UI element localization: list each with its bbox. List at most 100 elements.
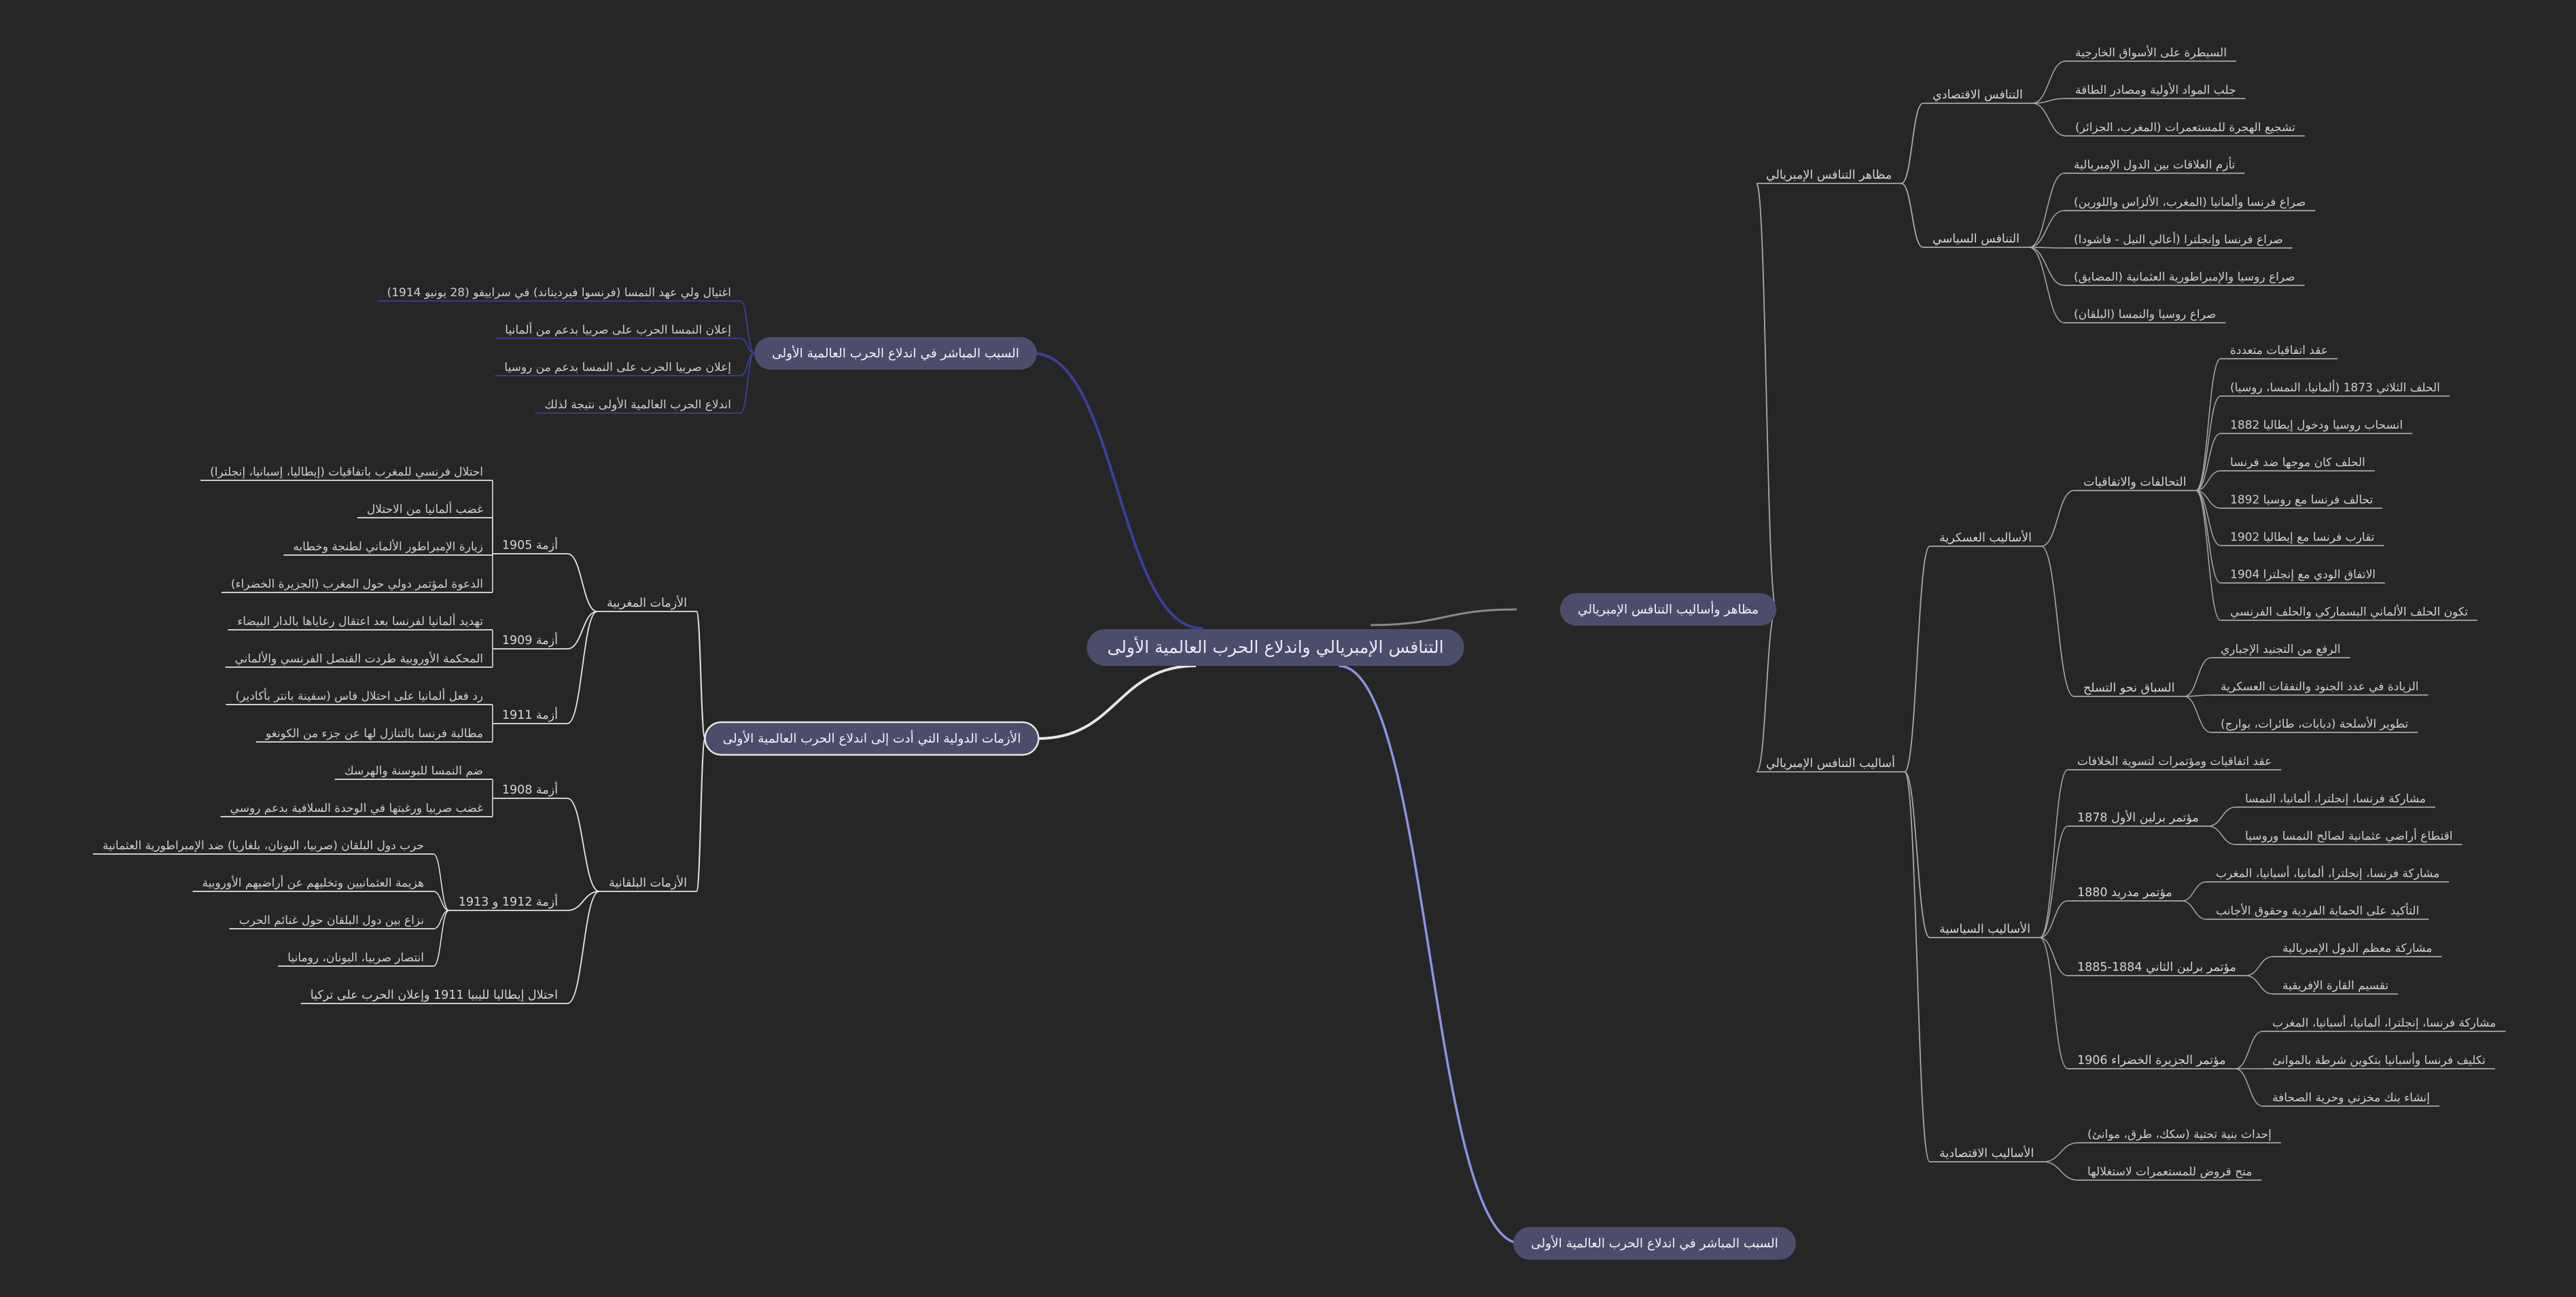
leaf-item[interactable]: مشاركة فرنسا، إنجلترا، ألمانيا، النمسا bbox=[2245, 791, 2426, 806]
leaf-item[interactable]: مطالبة فرنسا بالتنازل لها عن جزء من الكو… bbox=[265, 727, 483, 741]
leaf-item[interactable]: الزيادة في عدد الجنود والنفقات العسكرية bbox=[2221, 680, 2419, 694]
node-military-methods[interactable]: الأساليب العسكرية bbox=[1939, 530, 2032, 545]
node-crisis-year[interactable]: أزمة 1912 و 1913 bbox=[459, 893, 558, 909]
leaf-item[interactable]: تقسيم القارة الإفريقية bbox=[2282, 979, 2388, 993]
leaf-item[interactable]: الحلف الثلاثي 1873 (ألمانيا، النمسا، روس… bbox=[2230, 380, 2440, 395]
leaf-item[interactable]: احتلال فرنسي للمغرب باتفاقيات (إيطاليا، … bbox=[210, 465, 483, 479]
node-alliances[interactable]: التحالفات والاتفاقيات bbox=[2083, 476, 2186, 489]
connector bbox=[567, 611, 598, 650]
leaf-item[interactable]: انسحاب روسيا ودخول إيطاليا 1882 bbox=[2230, 419, 2403, 432]
branch-crises-label: الأزمات الدولية التي أدت إلى اندلاع الحر… bbox=[723, 730, 1021, 746]
connector bbox=[2039, 900, 2068, 938]
node-manifestations[interactable]: مظاهر التنافس الإمبريالي bbox=[1766, 168, 1892, 182]
leaf-item[interactable]: تهديد ألمانيا لفرنسا بعد اعتقال رعاياها … bbox=[237, 614, 483, 628]
connector bbox=[2245, 956, 2274, 976]
node-political-rivalry[interactable]: التنافس السياسي bbox=[1933, 232, 2019, 246]
leaf-item[interactable]: التأكيد على الحماية الفردية وحقوق الأجان… bbox=[2216, 902, 2419, 918]
leaf-item[interactable]: صراع فرنسا وإنجلترا (أعالي النيل - فاشود… bbox=[2074, 232, 2283, 247]
connector bbox=[2208, 825, 2236, 845]
node-conference[interactable]: مؤتمر الجزيرة الخضراء 1906 bbox=[2077, 1054, 2226, 1067]
connector bbox=[2041, 490, 2075, 547]
leaf-item[interactable]: إنشاء بنك مخزني وحرية الصحافة bbox=[2272, 1091, 2430, 1105]
node-conference[interactable]: مؤتمر مدريد 1880 bbox=[2077, 886, 2172, 900]
leaf-item[interactable]: السيطرة على الأسواق الخارجية bbox=[2075, 46, 2227, 60]
connector bbox=[2235, 1068, 2263, 1107]
leaf-item[interactable]: تأزم العلاقات بين الدول الإمبريالية bbox=[2074, 156, 2236, 172]
node-moroccan-crises[interactable]: الأزمات المغربية bbox=[607, 595, 687, 610]
connector bbox=[1903, 771, 1930, 1162]
leaf-item[interactable]: غضب ألمانيا من الاحتلال bbox=[367, 501, 483, 516]
leaf-item[interactable]: اقتطاع أراضي عثمانية لصالح النمسا وروسيا bbox=[2245, 828, 2452, 843]
leaf-item[interactable]: صراع روسيا والإمبراطورية العثمانية (المض… bbox=[2074, 270, 2295, 284]
node-crisis-year[interactable]: أزمة 1905 bbox=[502, 537, 558, 552]
connector bbox=[2043, 1161, 2079, 1181]
connector bbox=[2028, 247, 2065, 249]
leaf-item[interactable]: تكون الحلف الألماني البسماركي والحلف الف… bbox=[2230, 605, 2468, 619]
node-crisis-year[interactable]: أزمة 1908 bbox=[502, 781, 558, 797]
branch-aspects[interactable] bbox=[1559, 593, 1777, 626]
node-economic-rivalry[interactable]: التنافس الاقتصادي bbox=[1933, 88, 2023, 102]
connector bbox=[2195, 395, 2221, 491]
branch-crises[interactable] bbox=[704, 721, 1040, 756]
leaf-item[interactable]: مشاركة معظم الدول الإمبريالية bbox=[2282, 942, 2432, 955]
leaf-item[interactable]: اغتيال ولي عهد النمسا (فرنسوا فيرديناند)… bbox=[387, 286, 731, 300]
leaf-item[interactable]: زيارة الإمبراطور الألماني لطنجة وخطابه bbox=[293, 539, 483, 554]
leaf-item[interactable]: اندلاع الحرب العالمية الأولى نتيجة لذلك bbox=[544, 397, 731, 412]
leaf-item[interactable]: إعلان النمسا الحرب على صربيا بدعم من ألم… bbox=[505, 322, 731, 337]
connector bbox=[2195, 358, 2221, 491]
connector bbox=[1756, 609, 1777, 772]
node-balkan-crises[interactable]: الأزمات البلقانية bbox=[609, 875, 687, 890]
node-conference[interactable]: مؤتمر برلين الأول 1878 bbox=[2077, 810, 2199, 825]
leaf-item[interactable]: الدعوة لمؤتمر دولي حول المغرب (الجزيرة ا… bbox=[231, 578, 483, 591]
leaf-item[interactable]: رد فعل ألمانيا على احتلال فاس (سفينة بان… bbox=[235, 688, 483, 703]
connector bbox=[2195, 490, 2221, 621]
connector bbox=[2043, 1142, 2079, 1162]
branch-immediate-cause-top[interactable] bbox=[754, 337, 1037, 370]
node-methods[interactable]: أساليب التنافس الإمبريالي bbox=[1766, 755, 1895, 770]
leaf-item[interactable]: الحلف كان موجها ضد فرنسا bbox=[2230, 456, 2365, 469]
leaf-item[interactable]: تكليف فرنسا وأسبانيا بتكوين شرطة بالموان… bbox=[2272, 1052, 2486, 1067]
leaf-item[interactable]: انتصار صربيا، اليونان، رومانيا bbox=[287, 951, 424, 965]
leaf-item[interactable]: مشاركة فرنسا، إنجلترا، ألمانيا، أسبانيا،… bbox=[2216, 866, 2439, 881]
leaf-item[interactable]: منح قروض للمستعمرات لاستغلالها bbox=[2087, 1165, 2252, 1179]
connector bbox=[2181, 900, 2207, 920]
connector bbox=[696, 611, 706, 739]
leaf-item[interactable]: تحالف فرنسا مع روسيا 1892 bbox=[2230, 493, 2374, 507]
leaf-item[interactable]: صراع فرنسا وألمانيا (المغرب، الألزاس وال… bbox=[2074, 194, 2306, 209]
leaf-item[interactable]: المحكمة الأوروبية طردت القنصل الفرنسي وا… bbox=[235, 652, 483, 666]
node-italy-libya[interactable]: احتلال إيطاليا لليبيا 1911 وإعلان الحرب … bbox=[311, 989, 558, 1002]
connector bbox=[2195, 490, 2221, 584]
node-arms-race[interactable]: السباق نحو التسلح bbox=[2083, 681, 2175, 695]
leaf-item[interactable]: الرفع من التجنيد الإجباري bbox=[2221, 643, 2341, 656]
leaf-item[interactable]: مشاركة فرنسا، إنجلترا، ألمانيا، أسبانيا،… bbox=[2272, 1015, 2496, 1030]
leaf-item[interactable]: جلب المواد الأولية ومصادر الطاقة bbox=[2075, 83, 2236, 97]
leaf-item[interactable]: تشجيع الهجرة للمستعمرات (المغرب، الجزائر… bbox=[2075, 121, 2295, 135]
leaf-item[interactable]: تقارب فرنسا مع إيطاليا 1902 bbox=[2230, 531, 2375, 544]
connector bbox=[2041, 546, 2075, 697]
branch-immediate-cause-bottom[interactable] bbox=[1513, 1227, 1796, 1260]
leaf-item[interactable]: تطوير الأسلحة (دبابات، طائرات، بوارج) bbox=[2221, 717, 2408, 731]
leaf-item[interactable]: إعلان صربيا الحرب على النمسا بدعم من روس… bbox=[504, 361, 731, 374]
node-conference[interactable]: مؤتمر برلين الثاني 1884-1885 bbox=[2077, 961, 2236, 974]
node-crisis-year[interactable]: أزمة 1909 bbox=[502, 632, 558, 647]
node-economic-methods[interactable]: الأساليب الاقتصادية bbox=[1939, 1145, 2034, 1160]
leaf-item[interactable]: نزاع بين دول البلقان حول غنائم الحرب bbox=[239, 914, 424, 927]
connector bbox=[2195, 490, 2221, 546]
leaf-item[interactable]: عقد اتفاقيات متعددة bbox=[2230, 344, 2328, 357]
leaf-item[interactable]: عقد اتفاقيات ومؤتمرات لتسوية الخلافات bbox=[2077, 755, 2272, 768]
connector bbox=[740, 353, 755, 414]
leaf-item[interactable]: غضب صربيا ورغبتها في الوحدة السلافية بدع… bbox=[230, 802, 484, 815]
node-crisis-year[interactable]: أزمة 1911 bbox=[502, 707, 558, 722]
leaf-item[interactable]: إحداث بنية تحتية (سكك، طرق، موانئ) bbox=[2087, 1128, 2272, 1141]
connector bbox=[567, 553, 598, 612]
root-node[interactable] bbox=[1087, 629, 1464, 666]
leaf-item[interactable]: هزيمة العثمانيين وتخليهم عن أراضيهم الأو… bbox=[202, 875, 424, 890]
connector bbox=[1903, 546, 1930, 772]
leaf-item[interactable]: ضم النمسا للبوسنة والهرسك bbox=[345, 764, 483, 778]
leaf-item[interactable]: حرب دول البلقان (صربيا، اليونان، بلغاريا… bbox=[103, 839, 424, 853]
leaf-item[interactable]: الاتفاق الودي مع إنجلترا 1904 bbox=[2230, 568, 2376, 582]
leaf-item[interactable]: صراع روسيا والنمسا (البلقان) bbox=[2074, 308, 2216, 321]
connector bbox=[2039, 825, 2068, 938]
node-political-methods[interactable]: الأساليب السياسية bbox=[1939, 921, 2030, 936]
